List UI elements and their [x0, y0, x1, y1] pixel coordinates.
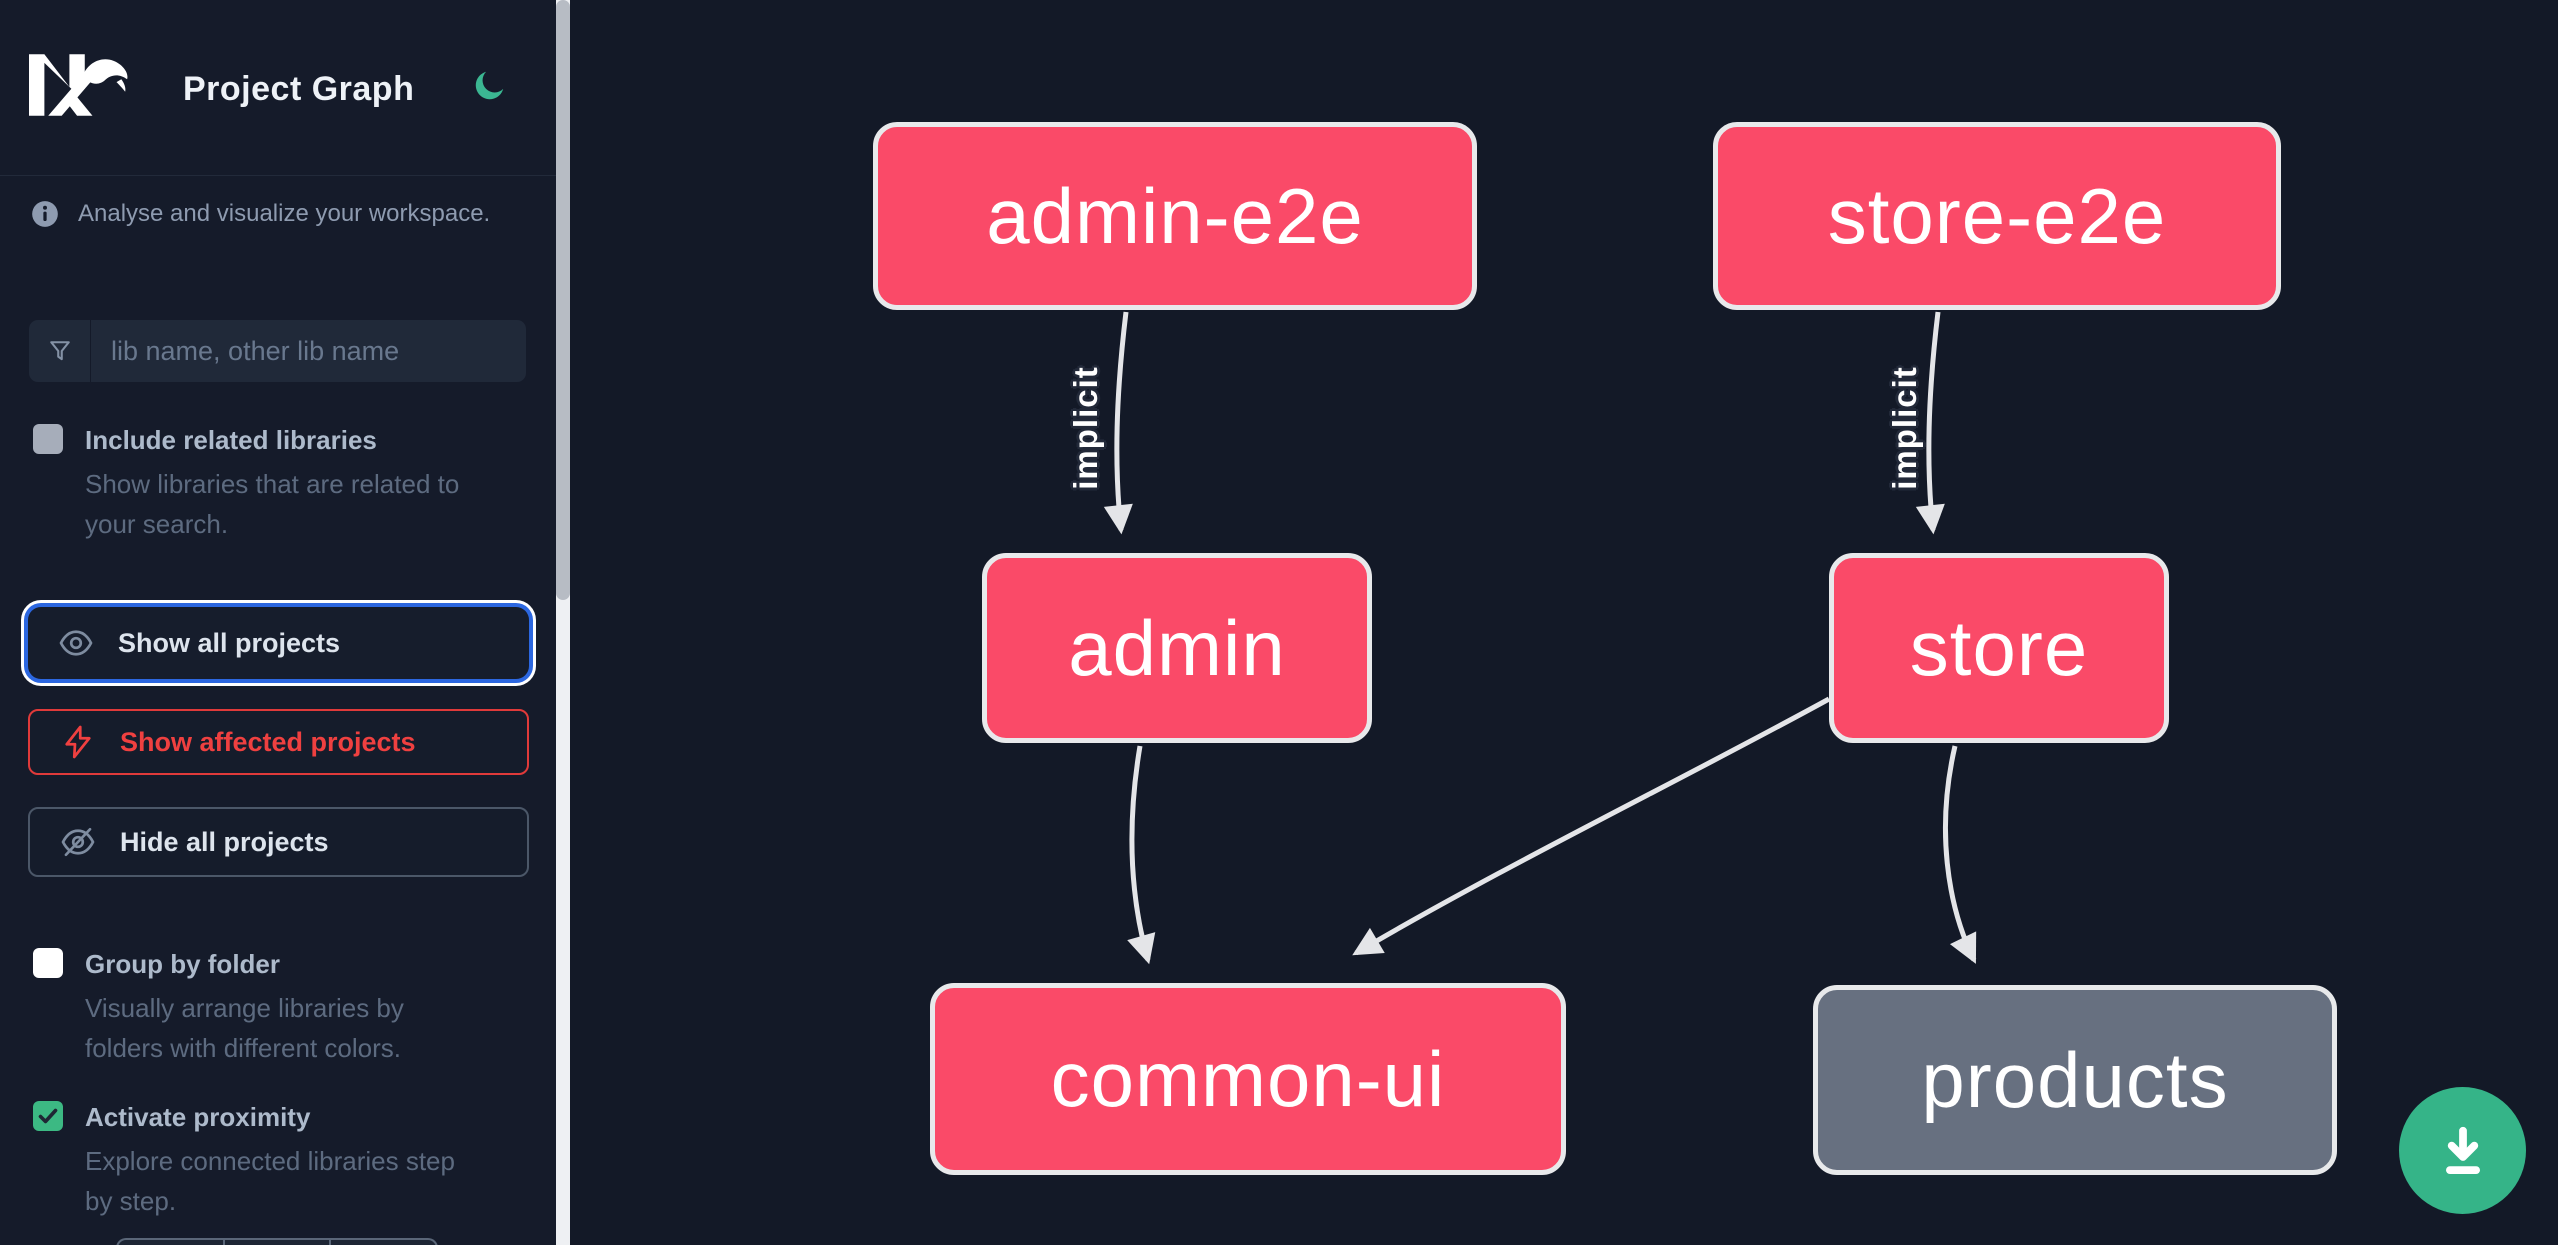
sidebar-header: Project Graph	[0, 0, 556, 176]
sidebar-scrollbar[interactable]	[556, 0, 570, 1245]
toggle-description: Show libraries that are related to your …	[85, 469, 460, 539]
edge-store-e2e-to-store	[1915, 311, 1945, 535]
edge-admin-e2e-to-admin	[1103, 311, 1133, 535]
search-input[interactable]	[91, 320, 526, 382]
activate-proximity-checkbox[interactable]	[33, 1101, 63, 1131]
edge-admin-to-common-ui	[1127, 745, 1156, 965]
graph-node-admin-e2e[interactable]: admin-e2e	[873, 122, 1477, 310]
toggle-description: Explore connected libraries step by step…	[85, 1146, 455, 1216]
edge-label-implicit: implicit	[1067, 366, 1104, 490]
node-label: store-e2e	[1827, 171, 2167, 260]
depth-decrement-segment[interactable]	[118, 1240, 225, 1245]
eye-off-icon	[61, 827, 95, 857]
filter-funnel-icon	[29, 320, 91, 382]
button-label: Show all projects	[118, 627, 341, 658]
sidebar: Project Graph Analyse and visualize your…	[0, 0, 556, 1245]
moon-icon	[475, 71, 504, 99]
button-label: Hide all projects	[120, 826, 329, 857]
download-icon	[2445, 1126, 2480, 1174]
bolt-icon	[65, 725, 91, 759]
workspace-tagline: Analyse and visualize your workspace.	[78, 200, 491, 227]
toggle-label: Group by folder	[85, 949, 280, 979]
checkmark-icon	[38, 1108, 58, 1124]
download-graph-button[interactable]	[2399, 1087, 2526, 1214]
eye-icon	[59, 630, 93, 656]
depth-increment-segment[interactable]	[331, 1240, 436, 1245]
node-label: common-ui	[1050, 1034, 1446, 1123]
project-graph-canvas[interactable]: admin-e2e store-e2e admin store common-u…	[570, 0, 2558, 1245]
node-label: products	[1921, 1035, 2229, 1124]
toggle-label: Activate proximity	[85, 1102, 311, 1132]
include-related-checkbox[interactable]	[33, 424, 63, 454]
proximity-depth-control[interactable]	[116, 1238, 438, 1245]
theme-toggle-button[interactable]	[470, 66, 510, 106]
button-label: Show affected projects	[120, 726, 416, 757]
node-label: store	[1909, 603, 2089, 692]
graph-node-store[interactable]: store	[1829, 553, 2169, 743]
search-box	[29, 320, 526, 382]
workspace-tagline-row: Analyse and visualize your workspace.	[31, 200, 490, 228]
graph-node-products[interactable]: products	[1813, 985, 2337, 1175]
node-label: admin	[1068, 603, 1286, 692]
nx-logo	[29, 54, 128, 116]
graph-node-common-ui[interactable]: common-ui	[930, 983, 1566, 1175]
toggle-label: Include related libraries	[85, 425, 377, 455]
toggle-description: Visually arrange libraries by folders wi…	[85, 993, 404, 1063]
edge-store-to-common-ui	[1352, 696, 1831, 956]
page-title: Project Graph	[183, 70, 415, 108]
graph-edges	[1103, 311, 1977, 965]
hide-all-projects-button[interactable]: Hide all projects	[28, 807, 529, 877]
show-affected-projects-button[interactable]: Show affected projects	[28, 709, 529, 775]
depth-value-segment	[225, 1240, 332, 1245]
edge-store-to-products	[1942, 745, 1977, 964]
group-by-folder-checkbox[interactable]	[33, 948, 63, 978]
info-icon	[32, 201, 58, 227]
graph-node-admin[interactable]: admin	[982, 553, 1372, 743]
scrollbar-thumb[interactable]	[556, 0, 570, 600]
node-label: admin-e2e	[986, 171, 1364, 260]
edge-label-implicit: implicit	[1886, 366, 1923, 490]
show-all-projects-button[interactable]: Show all projects	[28, 607, 529, 679]
graph-node-store-e2e[interactable]: store-e2e	[1713, 122, 2281, 310]
